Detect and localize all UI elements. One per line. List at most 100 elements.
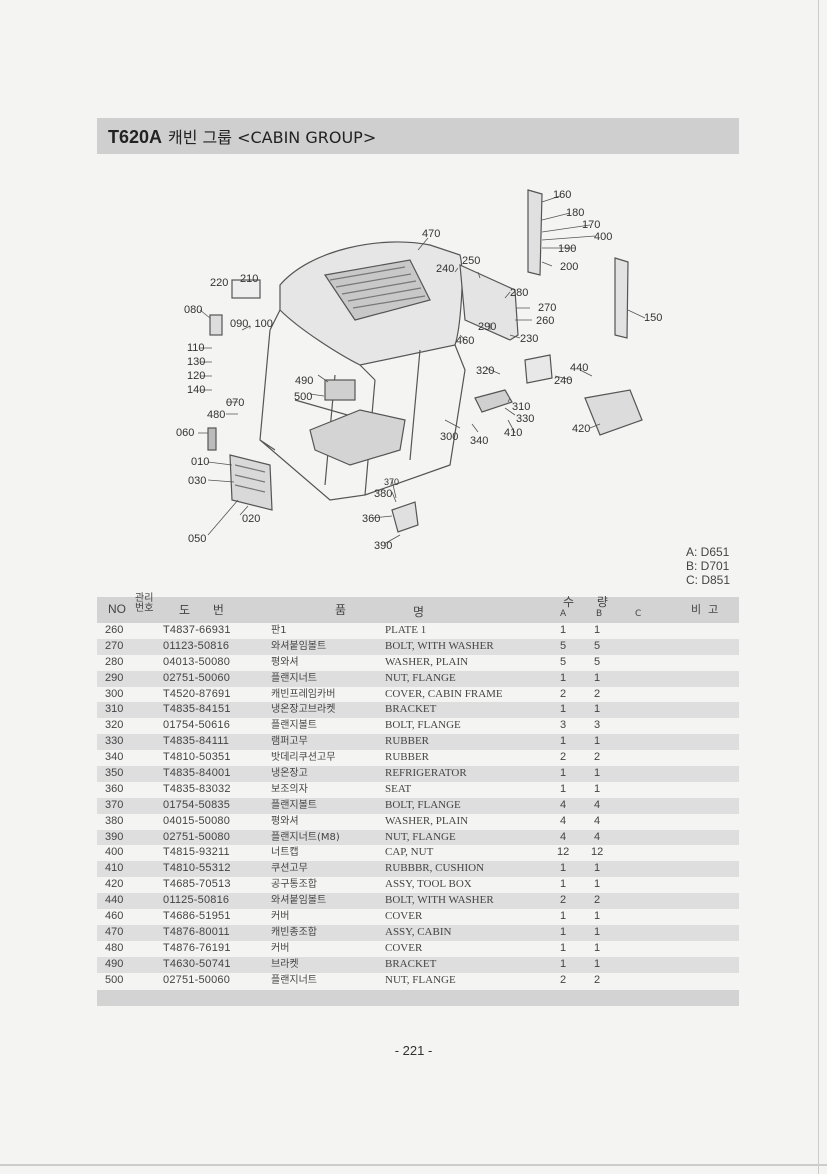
part-name-kr: 와셔붙임볼트 [271,640,327,652]
part-number: 01754-50835 [163,798,231,811]
part-number: 02751-50080 [163,830,231,843]
qty-b: 1 [593,624,601,636]
qty-a: 2 [559,894,567,907]
callout-label: 010 [191,456,209,468]
callout-label: 030 [188,475,206,487]
part-name-en: BRACKET [385,957,437,970]
row-no: 290 [105,671,124,684]
qty-a: 2 [559,973,567,986]
callout-label: 160 [553,189,571,201]
callout-label: 260 [536,315,554,327]
qty-b: 1 [593,671,601,684]
qty-b: 5 [593,639,601,652]
callout-label: 130 [187,356,205,368]
part-number: T4685-70513 [163,878,231,891]
callout-label: 270 [538,302,556,314]
rear-bracket [459,264,519,341]
part-number: T4810-55312 [163,862,231,875]
part-number: T4835-84151 [163,703,231,716]
part-name-kr: 보조의자 [271,783,308,795]
part-number: T4835-83032 [163,782,231,795]
row-no: 500 [105,973,124,986]
callout-label: 170 [582,219,600,231]
part-name-en: ASSY, TOOL BOX [385,878,472,891]
row-no: 320 [105,719,124,732]
row-no: 340 [105,751,124,764]
callout-label: 090, 100 [230,318,273,330]
qty-a: 4 [559,814,567,827]
row-no: 310 [105,703,124,716]
part-number: T4876-76191 [163,941,231,954]
callout-label: 240 [554,375,572,387]
variant-label: B: D701 [686,559,730,573]
part-number: T4815-93211 [163,846,230,859]
callout-label: 340 [470,435,488,447]
row-no: 300 [105,687,124,700]
qty-b: 1 [593,782,601,795]
row-no: 390 [105,830,124,843]
page-edge [0,1164,827,1166]
header-drawing: 도 번 [179,603,224,617]
parts-table-header: NO 관리 번호 도 번 품 명 수 량 A B C 비 고 [97,594,739,623]
row-no: 400 [105,846,124,859]
part-name-en: NUT, FLANGE [385,973,456,986]
callout-label: 250 [462,255,480,267]
qty-b: 2 [593,751,601,764]
row-no: 280 [105,655,124,668]
part-name-en: COVER, CABIN FRAME [385,687,503,700]
qty-b: 12 [591,846,604,859]
part-number: 01123-50816 [163,639,230,652]
qty-b: 1 [593,957,601,970]
callout-label: 150 [644,312,662,324]
qty-a: 1 [559,957,567,970]
qty-b: 2 [593,973,601,986]
header-name-en: 명 [413,605,425,619]
part-name-en: BOLT, WITH WASHER [385,894,494,907]
qty-b: 4 [593,798,601,811]
part-name-kr: 플랜지너트(M8) [271,831,340,843]
callout-label: 300 [440,431,458,443]
part-number: 01125-50816 [163,894,230,907]
qty-a: 3 [559,719,567,732]
callout-label: 490 [295,375,313,387]
row-no: 460 [105,910,124,923]
part-name-en: WASHER, PLAIN [385,655,469,668]
qty-b: 4 [593,830,601,843]
part-number: T4837-66931 [163,624,231,636]
qty-a: 1 [559,703,567,716]
row-no: 260 [105,624,124,636]
qty-a: 1 [559,941,567,954]
part-name-en: CAP, NUT [385,846,434,859]
callout-label: 120 [187,370,205,382]
row-no: 420 [105,878,124,891]
callout-label: 420 [572,423,590,435]
qty-a: 1 [559,878,567,891]
part-name-en: NUT, FLANGE [385,830,456,843]
part-name-kr: 평와셔 [271,815,299,827]
callout-label: 480 [207,409,225,421]
model-variants: A: D651 B: D701 C: D851 [686,545,730,587]
callout-label: 290 [478,321,496,333]
part-number: 04015-50080 [163,814,231,827]
callout-label: 360 [362,513,380,525]
part-name-kr: 브라켓 [271,958,299,970]
part-name-en: RUBBER [385,751,430,764]
callout-label: 190 [558,243,576,255]
qty-a: 5 [559,655,567,668]
part-name-kr: 쿠션고무 [271,863,308,875]
part-name-en: RUBBBR, CUSHION [385,862,485,875]
qty-b: 1 [593,925,601,938]
